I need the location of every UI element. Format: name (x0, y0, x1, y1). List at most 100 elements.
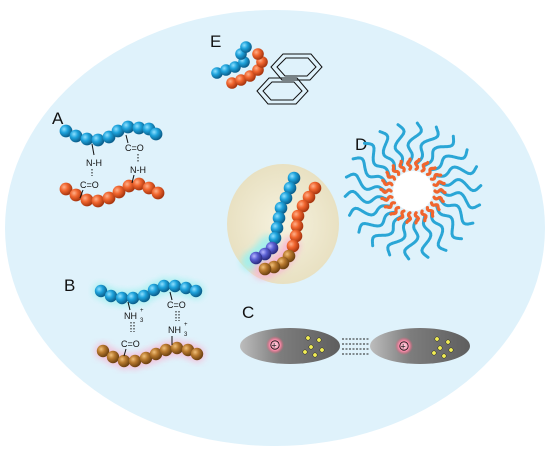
electron (319, 347, 325, 353)
electron (431, 350, 437, 356)
panel-b-charge-sub: 3 (140, 318, 144, 324)
micelle-tail (370, 215, 403, 248)
blue-bead (211, 67, 223, 79)
blue-bead (69, 129, 83, 143)
orange-bead (132, 177, 146, 191)
micelle (343, 121, 483, 261)
micelle-tail (348, 204, 391, 217)
orange-bead (91, 194, 105, 208)
orange-bead (80, 193, 94, 207)
electrons-right (431, 336, 454, 359)
panel-a-label: A (52, 109, 64, 128)
blue-bead (104, 289, 118, 303)
micelle-head (432, 195, 445, 204)
panel-b-charge-sub-2: 3 (184, 332, 188, 338)
bond-line (123, 348, 127, 357)
orange-bead (226, 77, 238, 89)
orange-bead (296, 199, 310, 213)
blue-bead (229, 61, 241, 73)
orange-bead (289, 229, 303, 243)
micelle-head (420, 161, 430, 173)
bond-line (169, 291, 173, 301)
panel-a-bond-left-bottom: C=O (80, 180, 99, 190)
blue-bead (287, 171, 301, 185)
panel-c: C + + (240, 303, 470, 364)
micelle-head (391, 164, 401, 176)
micelle-head (383, 201, 397, 210)
blue-bead (121, 120, 135, 134)
panel-b-bond-left-bottom: C=O (121, 339, 140, 349)
micelle-core (393, 171, 433, 211)
electron (302, 349, 308, 355)
blue-bead (283, 181, 297, 195)
panel-b-charge-sup: + (140, 308, 144, 314)
panel-c-label: C (242, 303, 254, 322)
micelle-head (396, 209, 406, 221)
blue-bead (240, 41, 252, 53)
panel-a-blue-chain (59, 120, 163, 147)
orange-bead (302, 190, 316, 204)
panel-b-bond-left-top: NH (124, 311, 137, 321)
blue-bead (137, 289, 151, 303)
micelle-tail (351, 156, 388, 185)
micelle-tail (420, 215, 433, 259)
micelle-tail (393, 123, 406, 167)
particle-left (240, 328, 340, 364)
blue-bead (59, 124, 73, 138)
micelle-head (380, 194, 394, 202)
bond-line (127, 301, 131, 311)
electron (445, 339, 451, 345)
center-chains (249, 171, 322, 276)
micelle-tail (439, 189, 482, 210)
micelle-head (433, 187, 447, 195)
electron (305, 335, 311, 341)
electron (437, 345, 443, 351)
orange-bead (151, 186, 165, 200)
panel-b-label: B (64, 276, 75, 295)
electron (448, 347, 454, 353)
bond-line (79, 189, 84, 199)
orange-bead (308, 181, 322, 195)
micelle-tail (429, 210, 448, 252)
electrons-left (302, 335, 325, 358)
micelle-head (413, 158, 421, 171)
interaction-lines (342, 338, 370, 355)
micelle-tail (363, 141, 391, 178)
panel-e-label: E (210, 32, 221, 51)
micelle-tail (343, 189, 388, 204)
electron (434, 336, 440, 342)
positive-charge-left (266, 336, 284, 354)
blue-bead (80, 132, 94, 146)
micelle-head (425, 166, 437, 176)
panel-b-charge-sup-2: + (184, 322, 188, 328)
micelle-head (398, 159, 406, 173)
panel-a-orange-chain (59, 177, 165, 208)
blue-bead (168, 279, 182, 293)
blue-bead (94, 284, 108, 298)
orange-bead (102, 191, 116, 205)
micelle-tail (406, 121, 423, 165)
micelle-head (405, 157, 413, 171)
panel-b-bond-right-top: C=O (167, 300, 186, 310)
blue-bead (274, 201, 288, 215)
blue-bead (157, 279, 171, 293)
micelle-head (425, 206, 435, 218)
blue-bead (126, 291, 140, 305)
bond-line (125, 134, 129, 144)
micelle-tail (435, 204, 463, 241)
electron (312, 352, 318, 358)
micelle-tail (403, 217, 420, 261)
panel-d-label: D (355, 135, 367, 154)
purple-bead (249, 251, 263, 265)
brown-bead (139, 351, 153, 365)
micelle-tail (423, 134, 456, 167)
panel-b-bond-right-bottom: NH (168, 325, 181, 335)
blue-bead (279, 191, 293, 205)
blue-bead (102, 130, 116, 144)
aromatic-rings (256, 53, 323, 105)
positive-charge-right (395, 337, 413, 355)
blue-bead (132, 121, 146, 135)
micelle-head (413, 211, 421, 225)
micelle-head (389, 206, 401, 216)
